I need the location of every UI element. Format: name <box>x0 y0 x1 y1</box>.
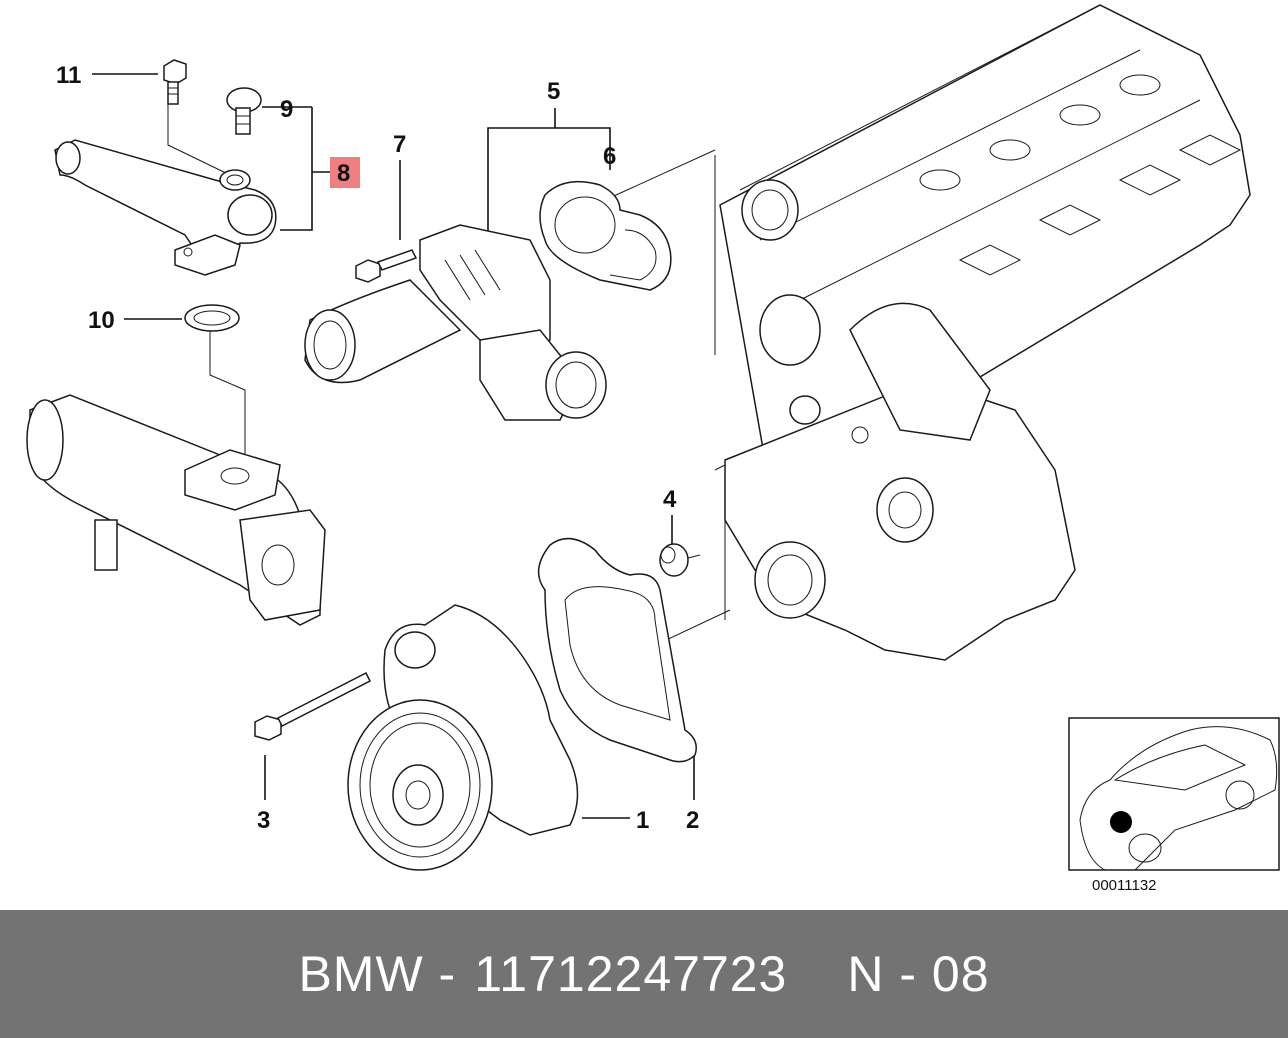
callout-2: 2 <box>686 807 699 834</box>
bolt-part-11 <box>163 59 187 105</box>
gasket-part-2 <box>537 537 697 763</box>
thermostat-housing-part-5 <box>304 224 607 421</box>
brand-label: BMW - <box>298 946 457 1002</box>
callout-8: 8 <box>337 160 350 187</box>
sheet-label: N - 08 <box>847 946 990 1002</box>
part-number: 11712247723 <box>474 946 788 1002</box>
seal-ring-part-10 <box>184 304 240 332</box>
callout-labels: 11 9 8 10 5 6 7 4 3 1 2 00011132 <box>56 62 1157 894</box>
callout-5: 5 <box>547 78 560 105</box>
egr-pipe-part-8 <box>54 139 277 276</box>
location-marker <box>1110 811 1132 833</box>
callout-9: 9 <box>280 96 293 123</box>
vehicle-location-inset <box>1068 717 1280 871</box>
callout-11: 11 <box>56 62 81 89</box>
bolt-part-9 <box>226 87 262 135</box>
engine-block <box>719 4 1251 661</box>
sleeve-part-4 <box>659 543 689 577</box>
callout-3: 3 <box>257 807 270 834</box>
callout-1: 1 <box>636 807 649 834</box>
callout-10: 10 <box>88 307 115 334</box>
callout-6: 6 <box>603 143 616 170</box>
bolt-part-7 <box>355 249 418 283</box>
parts-diagram: 11 9 8 10 5 6 7 4 3 1 2 00011132 <box>26 4 1280 894</box>
egr-cooler <box>26 394 326 626</box>
callout-8-highlight <box>330 157 360 188</box>
water-pump-part-1 <box>347 604 579 871</box>
part-info-footer: BMW - 11712247723 N - 08 <box>0 910 1288 1038</box>
gasket-part-6 <box>539 180 672 291</box>
callout-4: 4 <box>663 486 677 513</box>
callout-7: 7 <box>393 131 406 158</box>
bolt-part-3 <box>254 671 372 741</box>
diagram-reference-code: 00011132 <box>1092 877 1157 894</box>
